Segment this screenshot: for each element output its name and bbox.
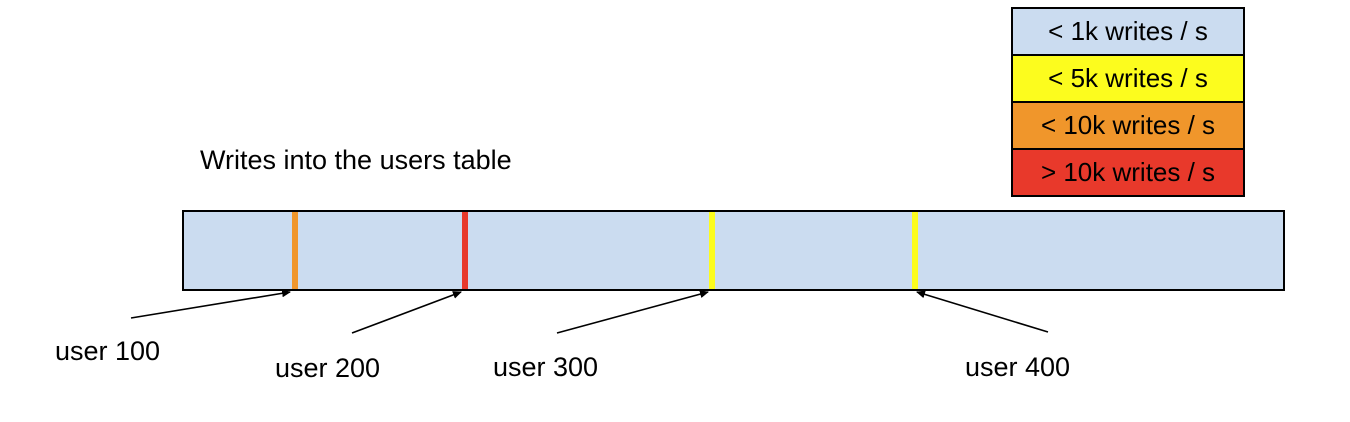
arrow-user-100 <box>130 289 291 319</box>
legend-item-label: < 10k writes / s <box>1040 110 1216 140</box>
legend-item-lt-10k: < 10k writes / s <box>1011 101 1245 150</box>
arrow-user-200 <box>351 291 462 334</box>
hotspot-stripe-user-300 <box>708 212 715 289</box>
label-user-200: user 200 <box>275 353 381 383</box>
arrow-user-400 <box>916 290 1049 333</box>
legend-item-lt-1k: < 1k writes / s <box>1011 7 1245 56</box>
label-user-100: user 100 <box>55 336 161 366</box>
hotspot-stripe-user-400 <box>911 212 918 289</box>
legend: < 1k writes / s < 5k writes / s < 10k wr… <box>1011 7 1245 197</box>
legend-item-label: < 5k writes / s <box>1048 63 1208 93</box>
label-user-400: user 400 <box>965 352 1071 382</box>
legend-item-gt-10k: > 10k writes / s <box>1011 148 1245 197</box>
users-table-keyspace-bar <box>182 210 1285 291</box>
diagram-title: Writes into the users table <box>200 145 512 175</box>
legend-item-label: < 1k writes / s <box>1048 16 1208 46</box>
hotspot-stripe-user-200 <box>462 212 469 289</box>
legend-item-label: > 10k writes / s <box>1040 157 1216 187</box>
legend-item-lt-5k: < 5k writes / s <box>1011 54 1245 103</box>
hotspot-stripe-user-100 <box>291 212 298 289</box>
label-user-300: user 300 <box>493 352 599 382</box>
arrow-user-300 <box>556 290 709 334</box>
